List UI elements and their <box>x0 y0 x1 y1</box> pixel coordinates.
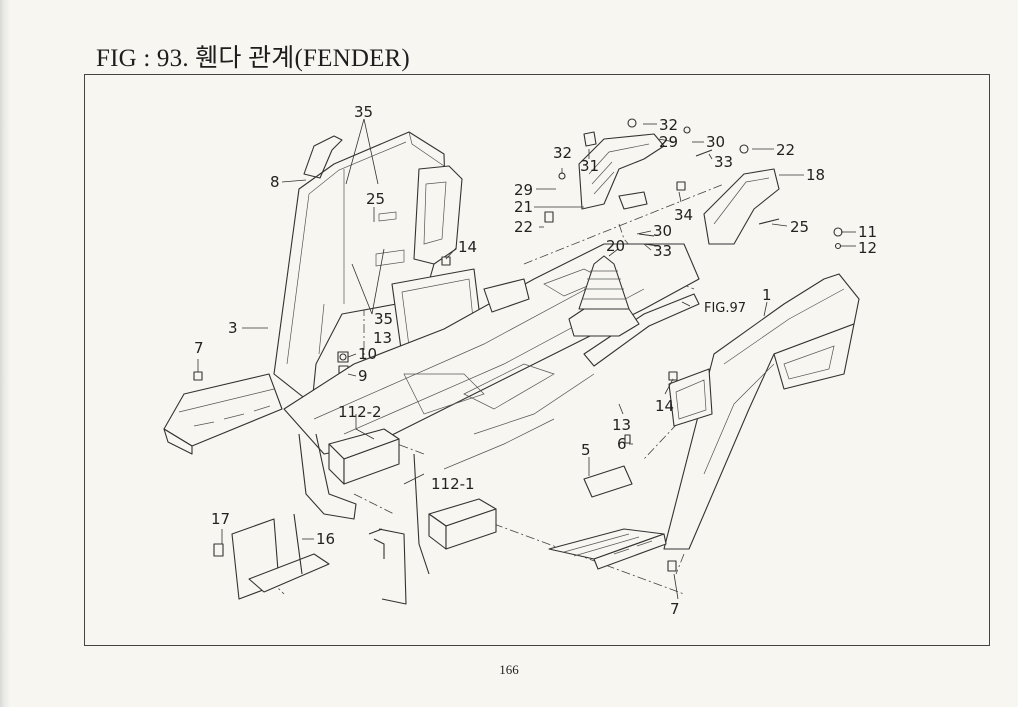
callout-16: 16 <box>316 530 335 548</box>
leader-lines <box>197 118 856 600</box>
callout-7-right: 7 <box>670 600 680 618</box>
callout-30-mid: 30 <box>653 222 672 240</box>
callout-8: 8 <box>270 173 280 191</box>
callout-14-right: 14 <box>655 397 674 415</box>
callout-21: 21 <box>514 198 533 216</box>
callout-13-left: 13 <box>373 329 392 347</box>
small-hardware <box>624 126 843 572</box>
callout-25-right: 25 <box>790 218 809 236</box>
callout-labels: 35 8 25 14 35 13 3 10 9 7 112-2 112-1 17… <box>194 103 877 618</box>
callout-30-top: 30 <box>706 133 725 151</box>
callout-25-left: 25 <box>366 190 385 208</box>
callout-11: 11 <box>858 223 877 241</box>
page-number: 166 <box>499 662 519 677</box>
callout-18: 18 <box>806 166 825 184</box>
callout-14-left: 14 <box>458 238 477 256</box>
gear-lever-boot <box>568 255 640 337</box>
callout-33-mid: 33 <box>653 242 672 260</box>
callout-fig97: FIG.97 <box>704 301 746 316</box>
callout-22-right: 22 <box>776 141 795 159</box>
callout-13-right: 13 <box>612 416 631 434</box>
callout-6: 6 <box>617 435 627 453</box>
callout-29-left: 29 <box>514 181 533 199</box>
callout-112-1: 112-1 <box>431 475 475 493</box>
fender-exploded-diagram: 35 8 25 14 35 13 3 10 9 7 112-2 112-1 17… <box>163 103 877 618</box>
callout-33-top: 33 <box>714 153 733 171</box>
scan-edge <box>0 0 10 707</box>
left-fender <box>273 131 463 405</box>
bracket-112-2 <box>298 428 400 520</box>
diagram-frame <box>84 74 990 646</box>
callout-5: 5 <box>581 441 591 459</box>
right-upper-cover <box>544 118 686 223</box>
callout-20: 20 <box>606 237 625 255</box>
callout-3: 3 <box>228 319 238 337</box>
callout-35-top: 35 <box>354 103 373 121</box>
callout-32-top: 32 <box>659 116 678 134</box>
left-step <box>213 513 330 600</box>
rear-fender-cover <box>703 168 780 245</box>
callout-35-mid: 35 <box>374 310 393 328</box>
callout-22-left: 22 <box>514 218 533 236</box>
right-step-assembly <box>548 465 667 570</box>
figure-title: FIG : 93. 휀다 관계(FENDER) <box>96 45 410 72</box>
callout-7-left: 7 <box>194 339 204 357</box>
right-fender <box>663 273 860 550</box>
callout-29-top: 29 <box>659 133 678 151</box>
callout-32-left: 32 <box>553 144 572 162</box>
callout-1: 1 <box>762 286 772 304</box>
left-frame-rail <box>163 373 283 455</box>
callout-17: 17 <box>211 510 230 528</box>
bracket-112-1 <box>368 453 497 605</box>
callout-10: 10 <box>358 345 377 363</box>
callout-112-2: 112-2 <box>338 403 382 421</box>
callout-12: 12 <box>858 239 877 257</box>
callout-34: 34 <box>674 206 693 224</box>
callout-9: 9 <box>358 367 368 385</box>
callout-31: 31 <box>580 157 599 175</box>
grab-handle <box>303 135 343 179</box>
